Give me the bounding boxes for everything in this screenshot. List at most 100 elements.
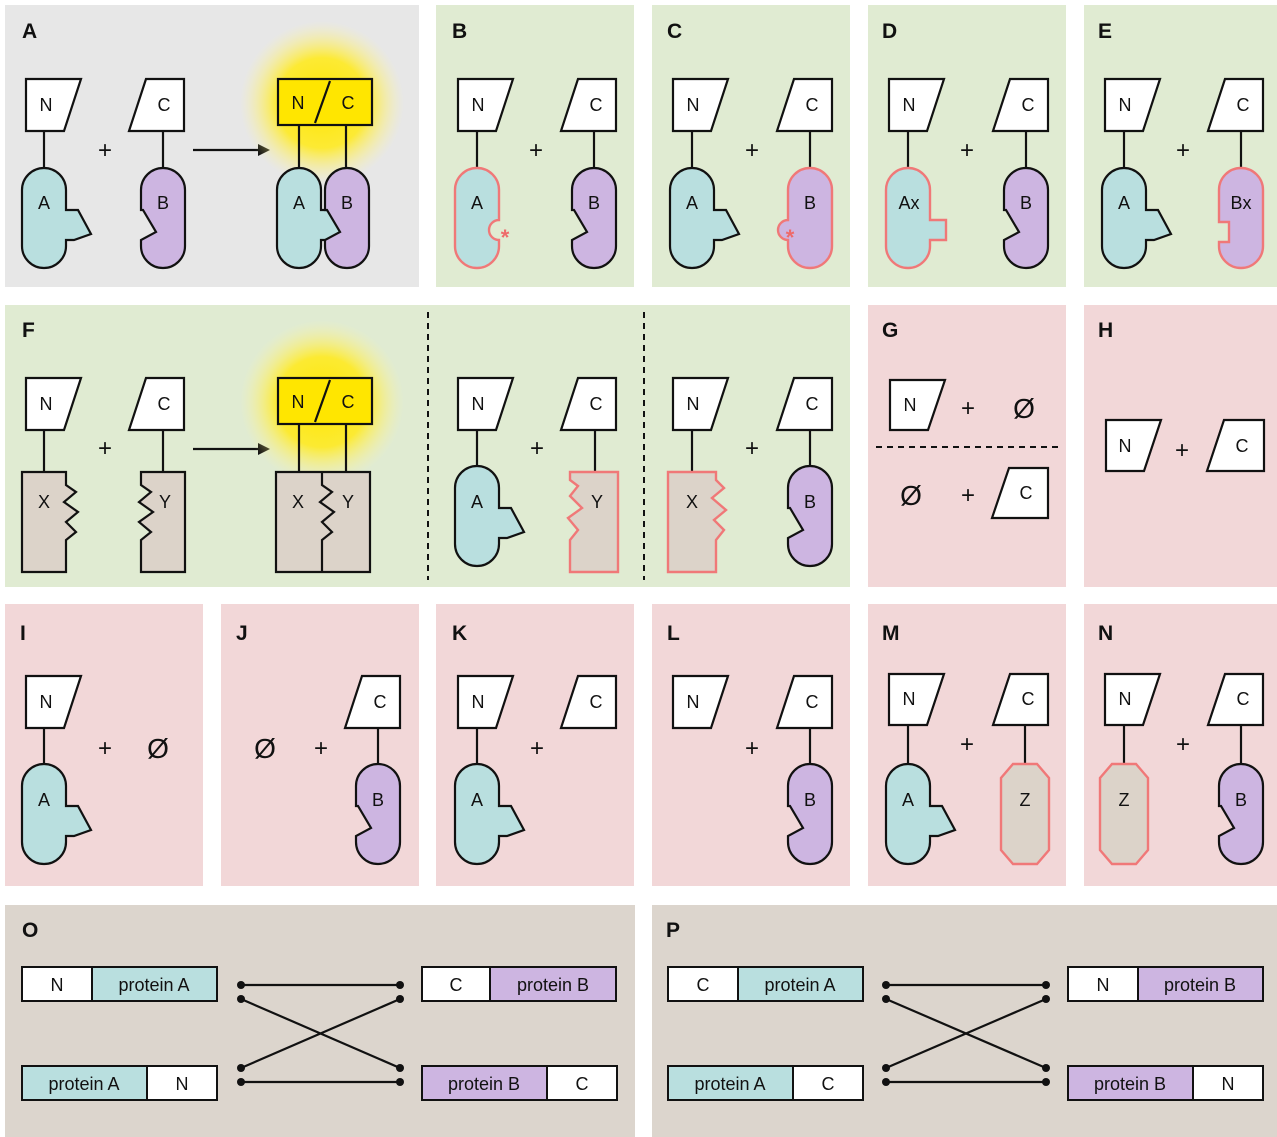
- protein-bx-label: Bx: [1230, 193, 1251, 213]
- panel-label-j: J: [236, 622, 248, 645]
- protein-a-shape: [453, 464, 526, 568]
- protein-a-shape: [884, 762, 957, 866]
- c-fragment-tag: C: [127, 77, 186, 133]
- plus-sign: +: [1176, 731, 1190, 758]
- protein-a-construct-label: protein A: [764, 975, 835, 995]
- empty-set-symbol: Ø: [147, 733, 169, 764]
- protein-a-shape: [453, 762, 526, 866]
- protein-a-label: A: [38, 790, 50, 810]
- protein-a-label: A: [38, 193, 50, 213]
- c-fragment-label: C: [342, 392, 355, 412]
- c-fragment-tag: [775, 674, 834, 730]
- panel-label-b: B: [452, 20, 467, 43]
- n-fragment-tag: [671, 674, 730, 730]
- mutation-asterisk: *: [501, 225, 510, 250]
- protein-a-label: A: [471, 193, 483, 213]
- n-fragment-tag: [671, 376, 730, 432]
- protein-z-label: Z: [1020, 790, 1031, 810]
- protein-b-shape: [570, 166, 618, 270]
- protein-b-construct-label: protein B: [517, 975, 589, 995]
- protein-a-construct-label: protein A: [118, 975, 189, 995]
- n-fragment-label: N: [1222, 1074, 1235, 1094]
- n-fragment-label: N: [1119, 95, 1132, 115]
- n-fragment-label: N: [292, 392, 305, 412]
- protein-b-segment: [421, 1065, 548, 1101]
- protein-b-shape: [786, 762, 834, 866]
- panel-label-n: N: [1098, 622, 1113, 645]
- c-fragment-label: C: [1022, 689, 1035, 709]
- protein-a-segment: [737, 966, 864, 1002]
- panel-n: N Z + C B: [1098, 672, 1265, 866]
- c-fragment-label: C: [697, 975, 710, 995]
- protein-a-label: A: [293, 193, 305, 213]
- truncated-protein-bx-shape: [1217, 166, 1265, 270]
- n-fragment-label: N: [687, 692, 700, 712]
- protein-b-segment: [489, 966, 617, 1002]
- n-fragment-label: N: [1119, 689, 1132, 709]
- c-fragment-label: C: [158, 95, 171, 115]
- c-fragment-tag: [775, 77, 834, 133]
- protein-a-segment: [667, 1065, 794, 1101]
- mutant-protein-b-shape: [776, 166, 834, 270]
- panel-label-m: M: [882, 622, 900, 645]
- panel-label-g: G: [882, 319, 898, 342]
- c-fragment-tag: [559, 376, 618, 432]
- protein-b-label: B: [804, 790, 816, 810]
- n-fragment-label: N: [51, 975, 64, 995]
- panel-label-d: D: [882, 20, 897, 43]
- plus-sign: +: [530, 435, 544, 462]
- protein-a-shape: [20, 762, 93, 866]
- n-fragment-label: N: [472, 95, 485, 115]
- n-fragment-tag: [1103, 77, 1162, 133]
- n-fragment-label: N: [472, 394, 485, 414]
- plus-sign: +: [314, 735, 328, 762]
- c-fragment-label: C: [590, 692, 603, 712]
- plus-sign: +: [745, 137, 759, 164]
- n-fragment-tag: [24, 674, 83, 730]
- n-tag-segment: [1192, 1065, 1264, 1101]
- empty-set-symbol: Ø: [1013, 393, 1035, 424]
- panel-label-f: F: [22, 319, 35, 342]
- panel-label-p: P: [666, 919, 680, 942]
- n-fragment-label: N: [40, 394, 53, 414]
- n-fragment-tag: N: [24, 77, 83, 133]
- mutant-protein-a-shape: [453, 166, 501, 270]
- c-fragment-label: C: [806, 692, 819, 712]
- n-tag-segment: [1067, 966, 1139, 1002]
- plus-sign: +: [960, 137, 974, 164]
- protein-a-label: A: [902, 790, 914, 810]
- c-fragment-tag: [559, 77, 618, 133]
- c-fragment-label: C: [1237, 689, 1250, 709]
- protein-a-label: A: [686, 193, 698, 213]
- c-fragment-label: C: [158, 394, 171, 414]
- protein-z-label: Z: [1119, 790, 1130, 810]
- panel-j: Ø + C B: [254, 674, 402, 866]
- n-tag-segment: [146, 1065, 218, 1101]
- c-fragment-label: C: [342, 93, 355, 113]
- protein-x-label: X: [686, 492, 698, 512]
- panel-a: N A + C B N C A B: [20, 21, 404, 270]
- panel-h: N + C: [1104, 418, 1266, 473]
- panel-label-a: A: [22, 20, 37, 43]
- panel-label-k: K: [452, 622, 467, 645]
- protein-a-label: A: [1118, 193, 1130, 213]
- c-tag-segment: [792, 1065, 864, 1101]
- n-fragment-tag: [887, 77, 946, 133]
- truncated-protein-ax-shape: [884, 166, 948, 270]
- c-fragment-label: C: [1020, 483, 1033, 503]
- protein-y-label: Y: [159, 492, 171, 512]
- plus-sign: +: [529, 137, 543, 164]
- c-fragment-label: C: [450, 975, 463, 995]
- c-fragment-label: C: [806, 95, 819, 115]
- n-fragment-tag: [671, 77, 730, 133]
- protein-b-construct-label: protein B: [448, 1074, 520, 1094]
- protein-y-label: Y: [342, 492, 354, 512]
- protein-b-label: B: [588, 193, 600, 213]
- plus-sign: +: [1176, 137, 1190, 164]
- protein-x-label: X: [292, 492, 304, 512]
- protein-y-shape: [137, 470, 187, 574]
- c-fragment-tag: [1206, 672, 1265, 727]
- c-fragment-tag: [1205, 418, 1266, 473]
- n-fragment-label: N: [292, 93, 305, 113]
